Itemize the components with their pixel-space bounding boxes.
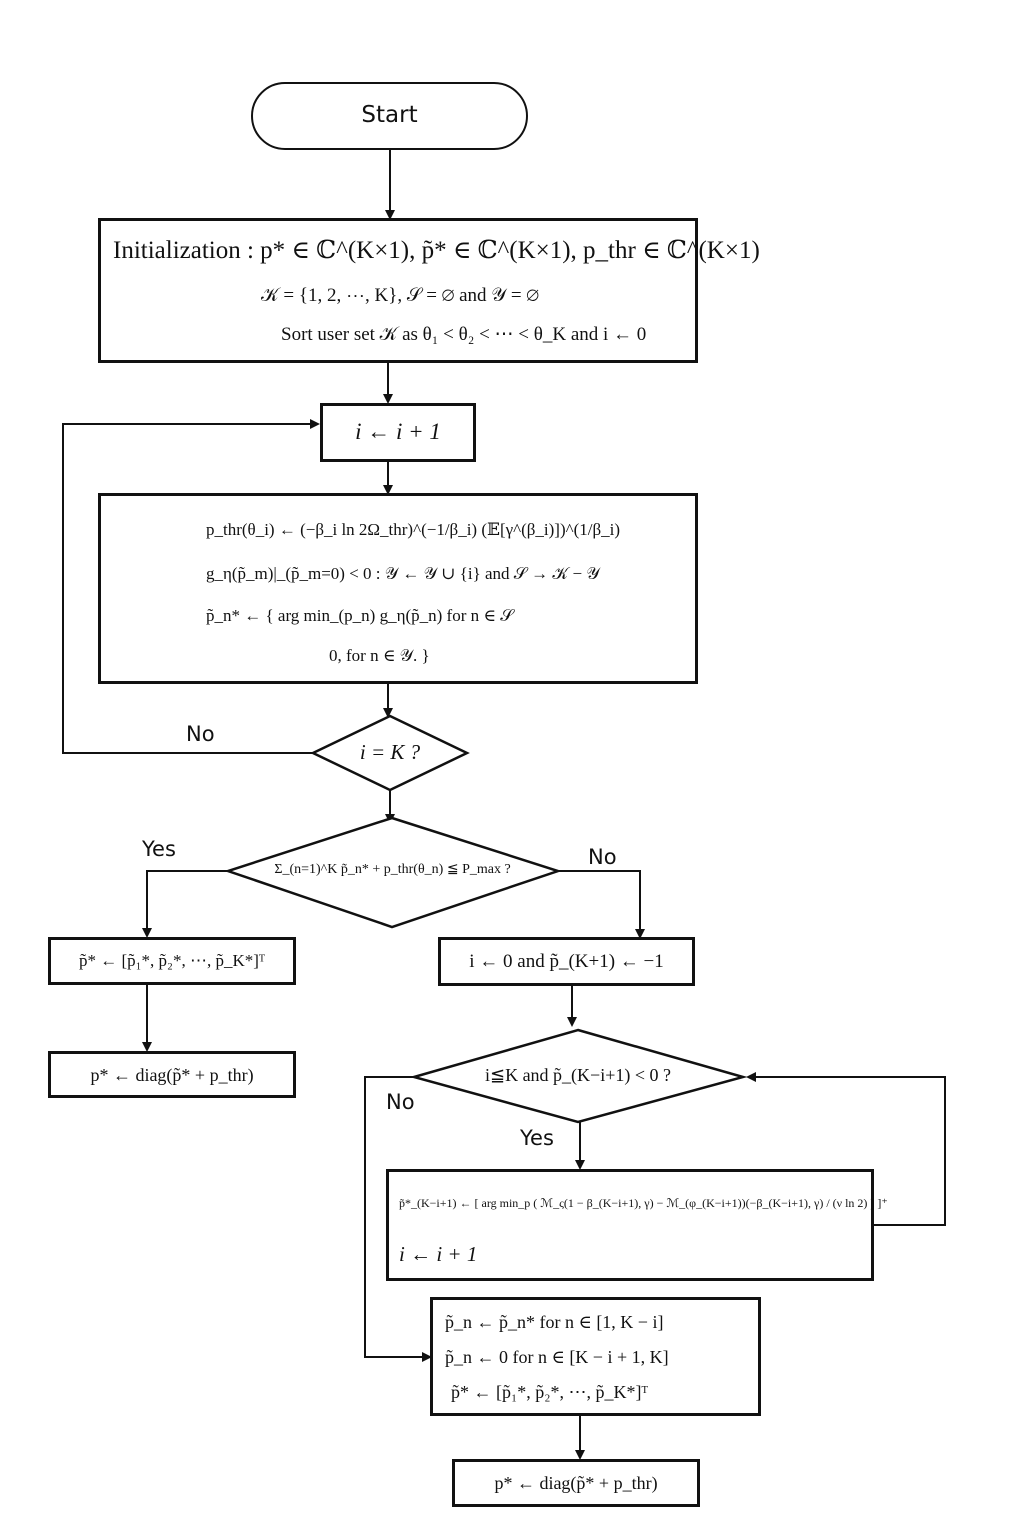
label-no-decision3: No bbox=[386, 1090, 415, 1114]
start-terminator: Start bbox=[251, 82, 528, 150]
init-line-1: Initialization : p* ∈ ℂ^(K×1), p̃* ∈ ℂ^(… bbox=[113, 237, 760, 264]
final-line-3: p̃* ← [p̃₁*, p̃₂*, ⋯, p̃_K*]ᵀ bbox=[451, 1382, 649, 1402]
arrow-update-loop-to-decision3 bbox=[746, 1072, 946, 1226]
reset-box: i ← 0 and p̃_(K+1) ← −1 bbox=[438, 937, 695, 986]
arrow-yes-to-assign-vector bbox=[142, 870, 230, 938]
decision1-shape bbox=[310, 714, 470, 792]
assign-diag-label: p* ← diag(p̃* + p_thr) bbox=[90, 1065, 254, 1085]
decision3-shape bbox=[409, 1028, 748, 1124]
decision1-label: i = K ? bbox=[359, 740, 421, 764]
compute-line-1: p_thr(θ_i) ← (−β_i ln 2Ω_thr)^(−1/β_i) (… bbox=[206, 520, 621, 539]
update-box: p̃*_(K−i+1) ← [ arg min_p ( ℳ_ς(1 − β_(K… bbox=[386, 1169, 888, 1281]
start-label: Start bbox=[361, 102, 418, 128]
arrow-no-to-final bbox=[364, 1076, 432, 1362]
increment-box: i ← i + 1 bbox=[320, 403, 476, 462]
label-yes-decision3: Yes bbox=[520, 1126, 554, 1150]
assign-diag-box: p* ← diag(p̃* + p_thr) bbox=[48, 1051, 296, 1098]
assign-vector-box: p̃* ← [p̃₁*, p̃₂*, ⋯, p̃_K*]ᵀ bbox=[48, 937, 296, 985]
init-line-3: Sort user set 𝒦 as θ₁ < θ₂ < ⋯ < θ_K and… bbox=[281, 324, 647, 345]
final-box: p̃_n ← p̃_n* for n ∈ [1, K − i] p̃_n ← 0… bbox=[430, 1297, 761, 1416]
arrow-no-loop-to-increment bbox=[62, 419, 320, 754]
label-no-decision1: No bbox=[186, 722, 215, 746]
init-line-2: 𝒦 = {1, 2, ⋯, K}, 𝒮 = ∅ and 𝒴 = ∅ bbox=[261, 285, 539, 306]
decision2-shape bbox=[224, 816, 563, 929]
final-diag-box: p* ← diag(p̃* + p_thr) bbox=[452, 1459, 700, 1507]
reset-label: i ← 0 and p̃_(K+1) ← −1 bbox=[469, 951, 664, 972]
label-no-decision2: No bbox=[588, 845, 617, 869]
compute-line-2: g_η(p̃_m)|_(p̃_m=0) < 0 : 𝒴 ← 𝒴 ∪ {i} an… bbox=[206, 564, 600, 583]
assign-vector-label: p̃* ← [p̃₁*, p̃₂*, ⋯, p̃_K*]ᵀ bbox=[78, 951, 266, 970]
update-line-1: p̃*_(K−i+1) ← [ arg min_p ( ℳ_ς(1 − β_(K… bbox=[399, 1196, 888, 1210]
compute-line-3: p̃_n* ← { arg min_(p_n) g_η(p̃_n) for n … bbox=[206, 606, 514, 625]
increment-label: i ← i + 1 bbox=[355, 419, 441, 444]
decision3-label: i≦K and p̃_(K−i+1) < 0 ? bbox=[484, 1065, 671, 1085]
decision2-label: Σ_(n=1)^K p̃_n* + p_thr(θ_n) ≦ P_max ? bbox=[274, 862, 511, 877]
final-line-1: p̃_n ← p̃_n* for n ∈ [1, K − i] bbox=[445, 1312, 664, 1332]
final-line-2: p̃_n ← 0 for n ∈ [K − i + 1, K] bbox=[445, 1347, 669, 1367]
update-line-2: i ← i + 1 bbox=[399, 1242, 478, 1266]
final-diag-label: p* ← diag(p̃* + p_thr) bbox=[494, 1473, 658, 1493]
compute-box: p_thr(θ_i) ← (−β_i ln 2Ω_thr)^(−1/β_i) (… bbox=[98, 493, 698, 684]
arrow-no-to-reset bbox=[558, 870, 645, 939]
compute-line-4: 0, for n ∈ 𝒴. } bbox=[329, 646, 430, 665]
initialization-box: Initialization : p* ∈ ℂ^(K×1), p̃* ∈ ℂ^(… bbox=[98, 218, 760, 363]
label-yes-decision2: Yes bbox=[142, 837, 176, 861]
